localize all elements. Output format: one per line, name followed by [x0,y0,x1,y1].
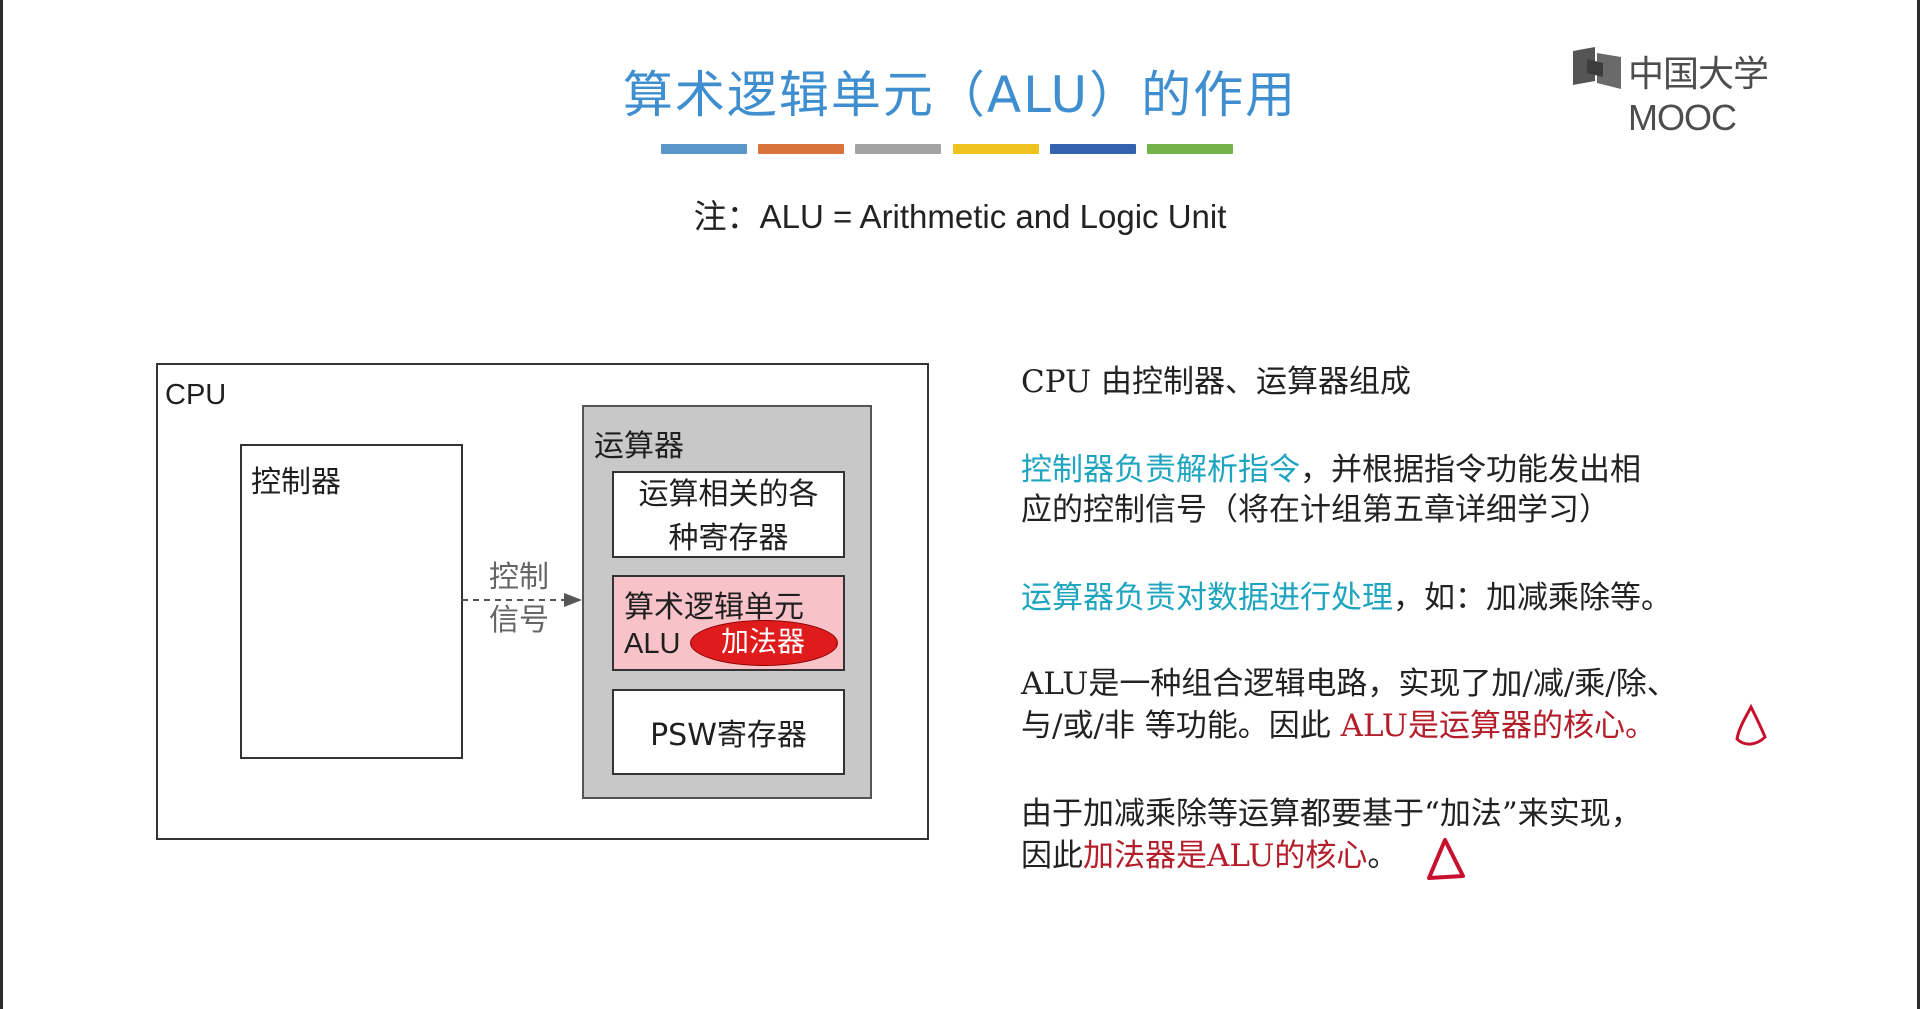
slide-title: 算术逻辑单元（ALU）的作用 [622,66,1298,124]
psw-register-box [612,689,845,775]
color-bar-darkblue [1050,144,1136,154]
paragraph-cpu: CPU 由控制器、运算器组成 [1021,361,1411,403]
adder-ellipse [690,620,838,666]
alu-text-line1: ALU是一种组合逻辑电路，实现了加/减/乘/除、 [1021,666,1678,702]
control-signal-label: 控制 信号 [487,556,551,642]
right-frame-border [1917,0,1920,1009]
left-frame-border [0,0,3,1009]
alu-unit-highlight: 运算器负责对数据进行处理 [1021,580,1393,616]
psw-register-label: PSW寄存器 [650,718,807,753]
color-bar-gray [855,144,941,154]
mooc-logo: 中国大学MOOC [1573,45,1863,138]
paragraph-alu-unit: 运算器负责对数据进行处理，如：加减乘除等。 [1021,577,1672,619]
registers-line1: 运算相关的各 [638,477,819,512]
controller-text: ，并根据指令功能发出相 [1300,452,1641,488]
registers-line2: 种寄存器 [668,521,789,556]
controller-highlight: 控制器负责解析指令 [1021,452,1300,488]
alu-label-line2: ALU [624,628,681,660]
adder-text-line1: 由于加减乘除等运算都要基于“加法”来实现， [1021,796,1642,832]
control-signal-arrow [462,593,582,607]
control-signal-line2: 信号 [489,603,549,638]
adder-core-highlight: 加法器是ALU的核心 [1083,838,1368,874]
paragraph-alu-line1: ALU是一种组合逻辑电路，实现了加/减/乘/除、 [1021,663,1678,705]
paragraph-adder-line1: 由于加减乘除等运算都要基于“加法”来实现， [1021,793,1642,835]
cpu-label: CPU [165,379,227,411]
control-signal-line1: 控制 [489,560,549,595]
paragraph-cpu-text: CPU 由控制器、运算器组成 [1021,364,1412,400]
color-bar-blue [661,144,747,154]
paragraph-controller-line1: 控制器负责解析指令，并根据指令功能发出相 [1021,449,1641,491]
paragraph-adder-line2: 因此加法器是ALU的核心。 [1021,835,1398,877]
alu-core-highlight: ALU是运算器的核心。 [1340,708,1657,744]
arithmetic-unit-label: 运算器 [594,429,684,464]
color-bar-yellow [953,144,1039,154]
alu-label-line1: 算术逻辑单元 [624,590,804,625]
controller-text-line2: 应的控制信号（将在计组第五章详细学习） [1021,492,1610,528]
triangle-mark-icon [1427,838,1465,880]
adder-label: 加法器 [720,625,805,658]
alu-unit-text: ，如：加减乘除等。 [1393,580,1672,616]
adder-text-end: 。 [1367,838,1399,874]
mooc-book-icon [1573,47,1621,89]
controller-label: 控制器 [251,465,341,500]
mooc-logo-text: 中国大学MOOC [1628,53,1769,138]
title-color-bars [661,144,1233,154]
registers-box [612,471,845,558]
triangle-mark-icon [1735,703,1767,746]
controller-box [240,444,463,759]
color-bar-orange [758,144,844,154]
abbreviation-note: 注：ALU = Arithmetic and Logic Unit [693,198,1227,235]
adder-text-prefix: 因此 [1021,838,1083,874]
color-bar-green [1147,144,1233,154]
alu-text-line2: 与/或/非 等功能。因此 [1021,708,1341,744]
paragraph-controller-line2: 应的控制信号（将在计组第五章详细学习） [1021,489,1610,531]
paragraph-alu-line2: 与/或/非 等功能。因此 ALU是运算器的核心。 [1021,705,1656,747]
registers-label: 运算相关的各 种寄存器 [612,473,845,561]
